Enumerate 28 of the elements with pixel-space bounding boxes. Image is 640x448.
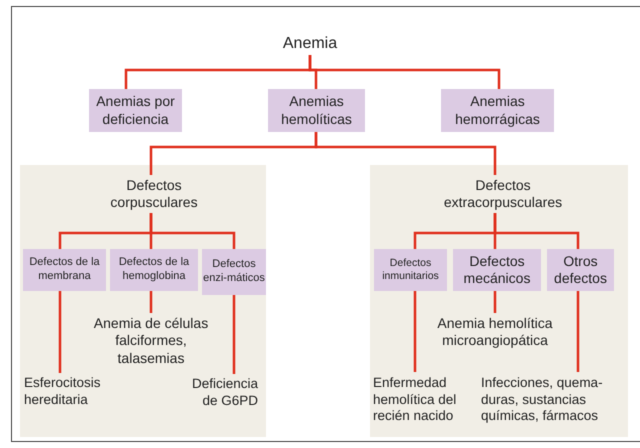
category-label: Esferocitosis hereditaria xyxy=(24,373,116,411)
connector-line xyxy=(414,291,416,372)
category-label: Enfermedad hemolítica del recién nacido xyxy=(373,372,471,428)
category-label: Anemia de células falciformes, talasemias xyxy=(82,313,220,369)
category-box: Defectos inmunitarios xyxy=(374,249,447,291)
category-label: Infecciones, quema-duras, sustancias químicas, fármacos xyxy=(481,372,617,428)
category-box: Anemias hemorrágicas xyxy=(441,89,554,132)
category-label: Anemia hemolítica microangiopática xyxy=(426,313,564,351)
connector-line xyxy=(150,213,236,249)
category-box: Defectos de la hemoglobina xyxy=(110,249,198,291)
connector-line xyxy=(314,132,496,175)
category-box: Defectos mecánicos xyxy=(453,249,541,291)
category-label: Defectos corpusculares xyxy=(96,175,212,213)
connector-line xyxy=(576,291,580,372)
connector-line xyxy=(150,291,152,313)
connector-line xyxy=(494,213,580,249)
category-box: Defectos enzi-máticos xyxy=(202,249,266,295)
category-label: Anemia xyxy=(275,33,345,55)
category-box: Anemias hemolíticas xyxy=(268,89,365,132)
category-box: Anemias por deficiencia xyxy=(89,89,182,132)
category-label: Defectos extracorpusculares xyxy=(430,175,576,213)
connector-line xyxy=(58,291,62,373)
category-box: Defectos de la membrana xyxy=(23,249,106,291)
connector-line xyxy=(494,291,496,313)
category-box: Otros defectos xyxy=(547,249,614,291)
connector-line xyxy=(232,295,236,374)
connector-line xyxy=(308,55,500,89)
category-label: Deficiencia de G6PD xyxy=(176,374,258,412)
